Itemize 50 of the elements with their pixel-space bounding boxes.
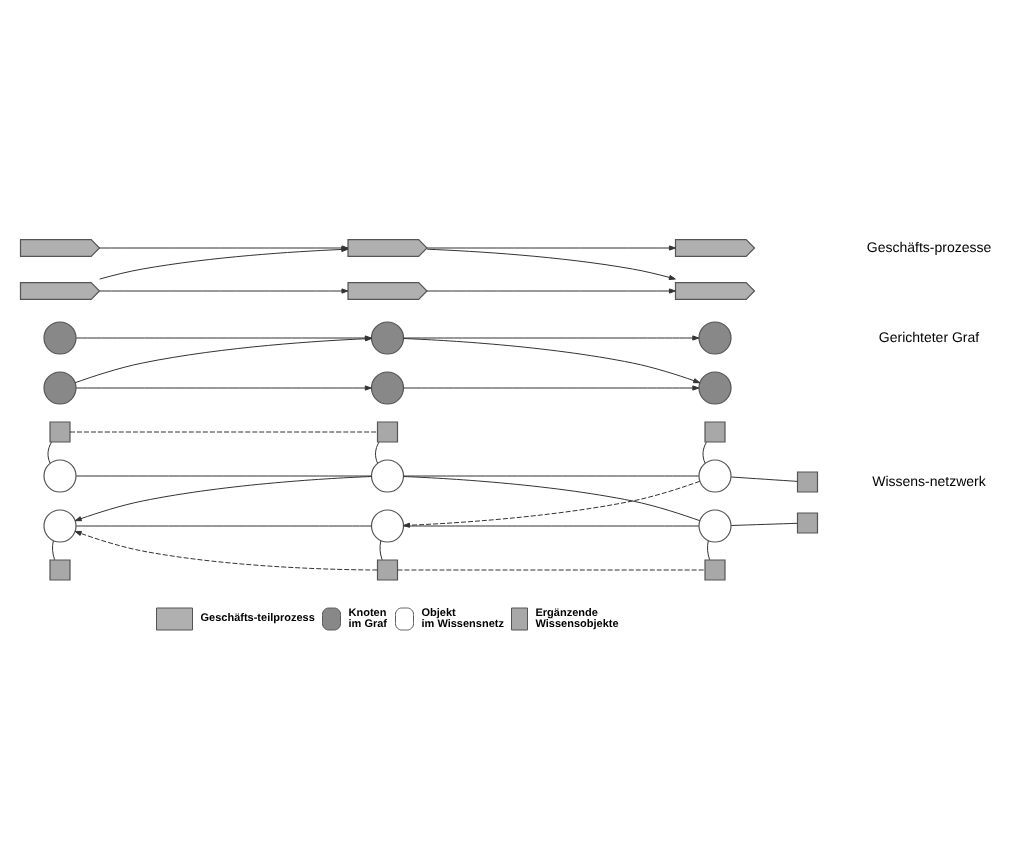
arrow [75,384,372,390]
node-circle [370,370,405,404]
connector [75,524,372,526]
node-circle [370,458,405,492]
node-circle [43,458,77,492]
connector [52,539,56,560]
node-box [376,420,399,442]
node-circle [698,320,732,354]
connector [69,430,378,432]
node-circle [698,458,732,492]
node-pentagon [347,281,428,299]
connector [730,521,798,525]
node-circle [43,508,77,542]
node-pentagon [19,281,101,299]
arrow [426,247,676,279]
connector [730,475,798,481]
connector [707,539,711,560]
node-circle [43,320,77,354]
node-box [796,470,819,492]
node-circle [698,508,732,542]
arrow [74,475,372,521]
connector [47,440,52,463]
connector [379,539,383,560]
node-pentagon [674,238,756,256]
node-box [704,558,726,580]
connector [403,524,700,526]
connector [75,474,372,476]
arrow [403,334,700,340]
node-pentagon [19,238,101,256]
arrow [426,244,676,250]
arrow [403,337,701,383]
node-circle [370,320,405,354]
node-pentagon [347,238,428,256]
node-box [796,511,819,533]
connector [702,440,707,463]
node-box [376,558,399,580]
connector [375,440,380,463]
connector [397,568,706,570]
node-box [49,420,71,442]
connector [403,474,700,476]
arrow [74,529,378,570]
node-pentagon [674,281,756,299]
arrow [99,287,349,293]
node-box [704,420,726,442]
node-circle [370,508,405,542]
node-circle [698,370,732,404]
arrow [426,287,676,293]
node-box [49,558,71,580]
arrow [403,384,700,390]
node-circle [43,370,77,404]
